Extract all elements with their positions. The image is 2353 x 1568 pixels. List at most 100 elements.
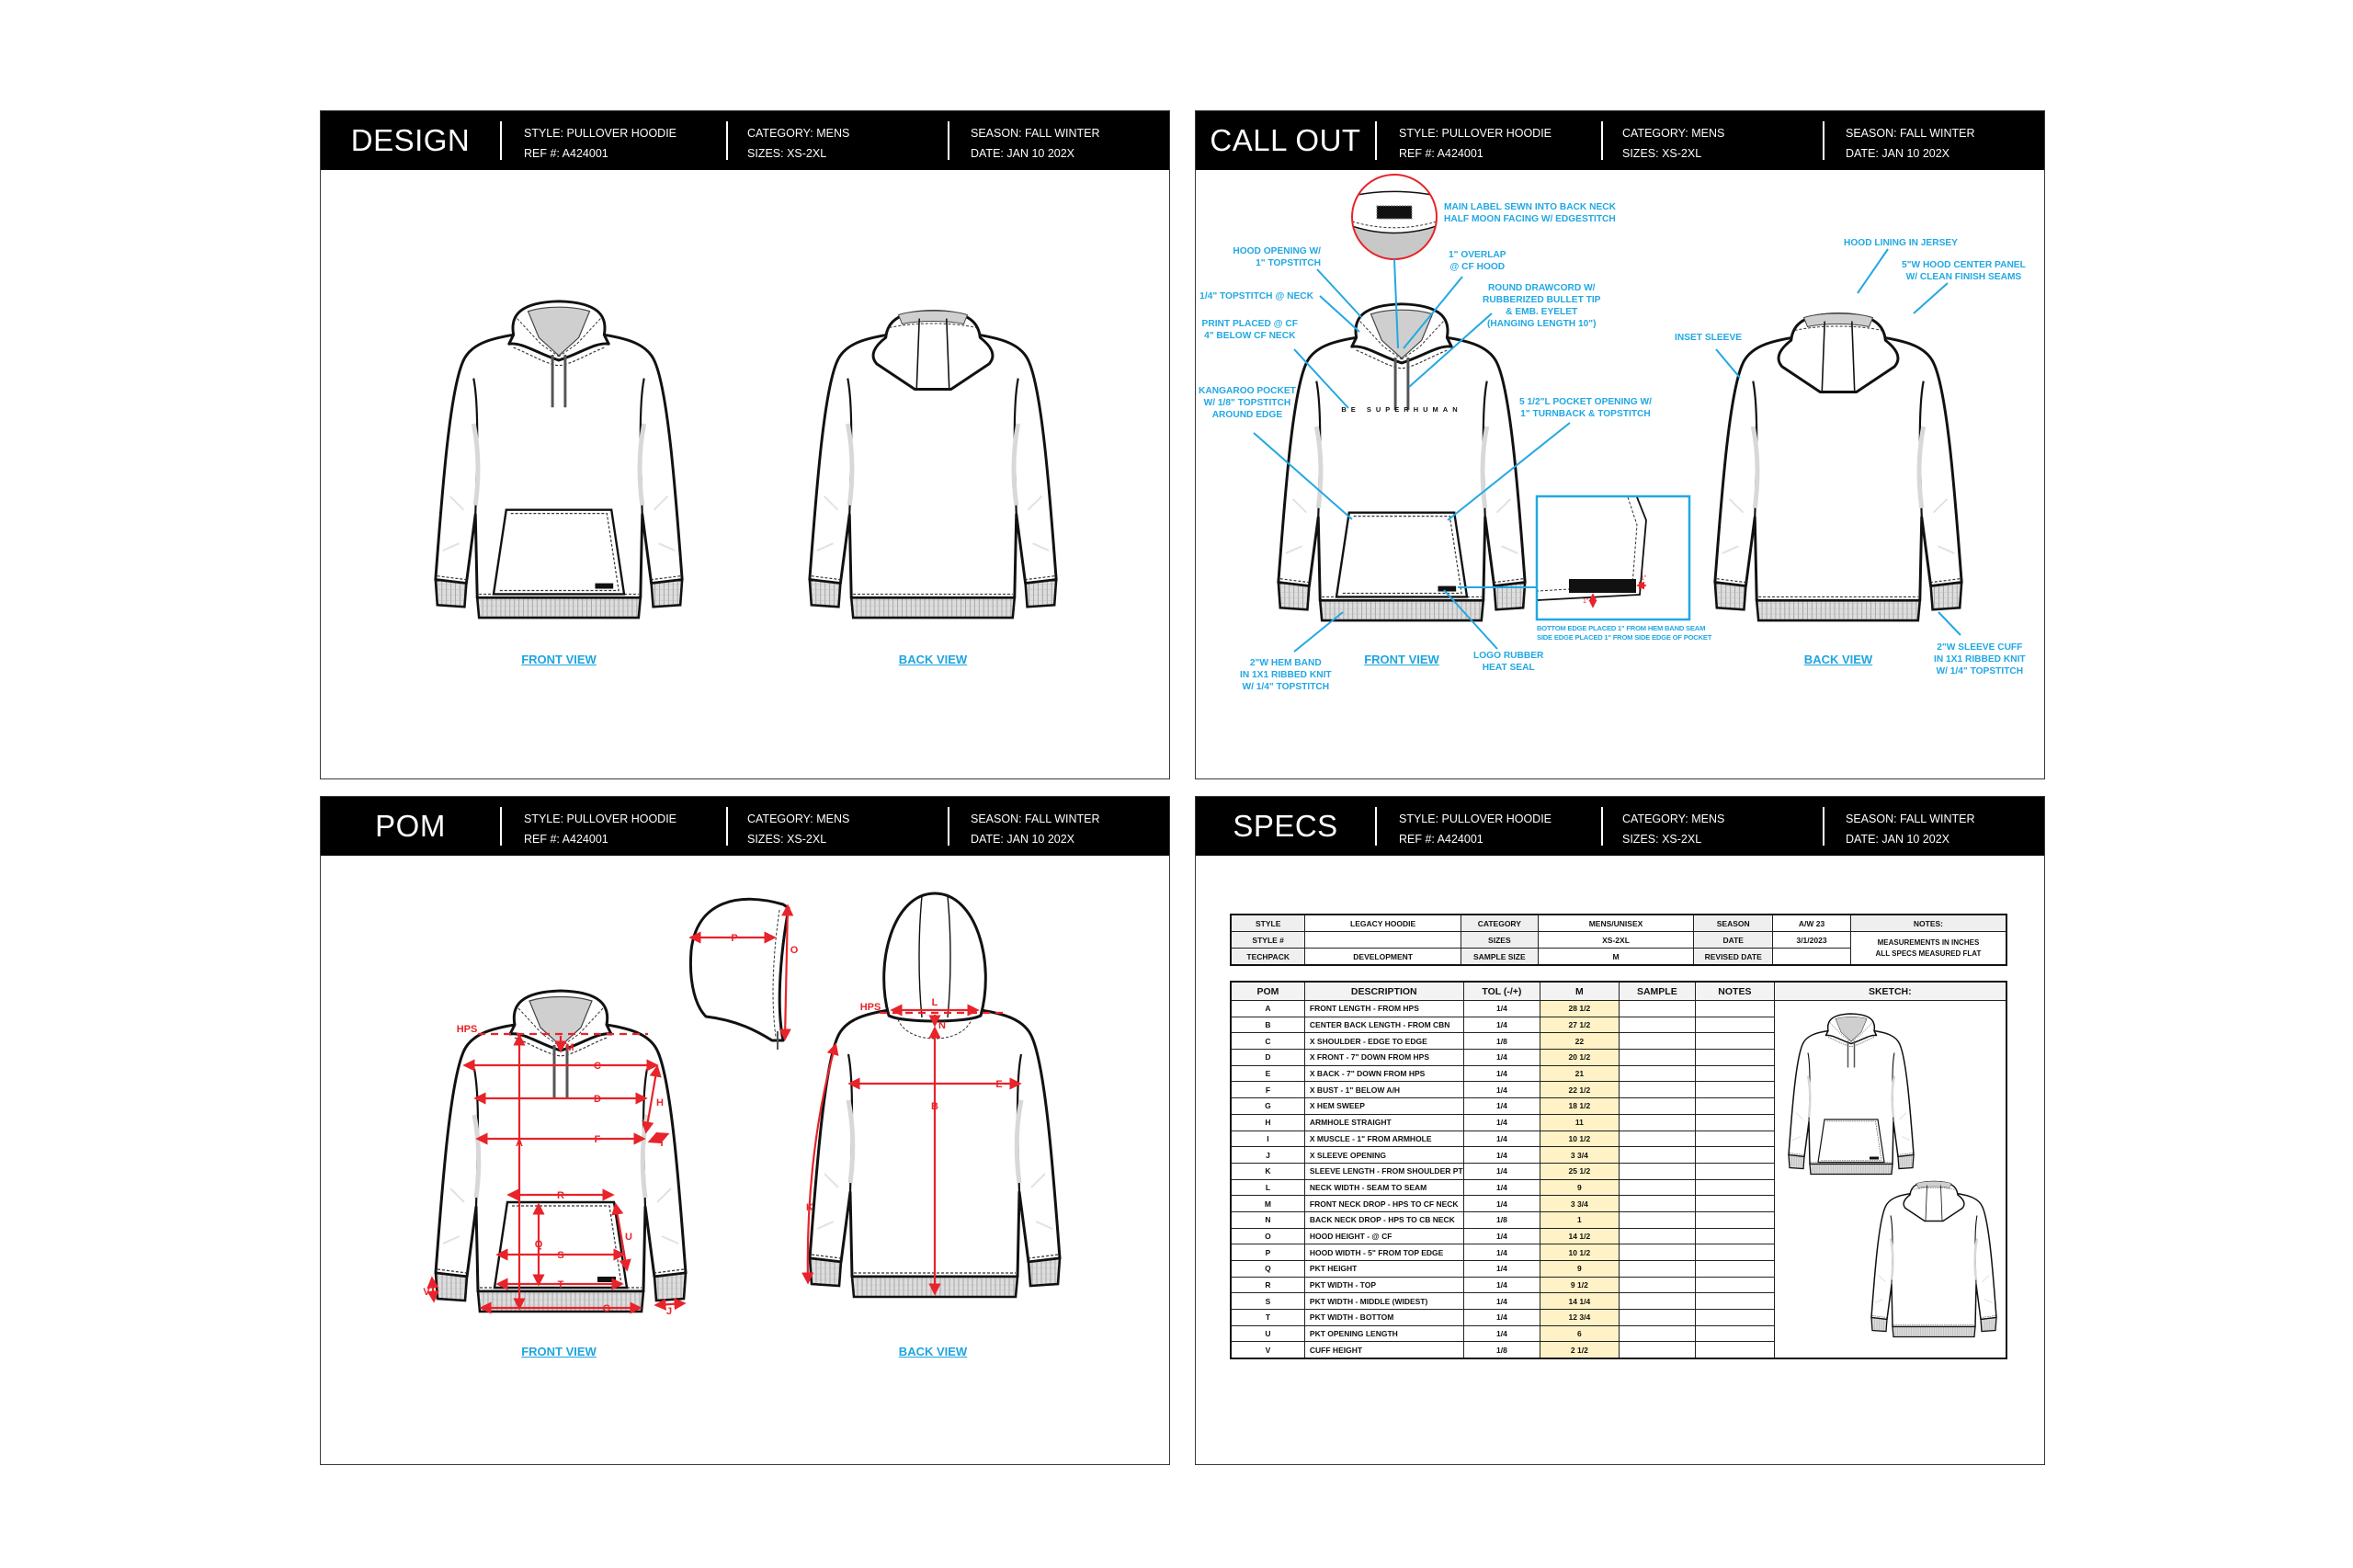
front-view-link[interactable]: FRONT VIEW	[521, 653, 597, 666]
sample-cell[interactable]	[1618, 1210, 1697, 1229]
back-view-link[interactable]: BACK VIEW	[898, 653, 968, 666]
notes-cell[interactable]	[1695, 1130, 1775, 1148]
notes-cell[interactable]	[1695, 1276, 1775, 1294]
pom-code: S	[1230, 1292, 1305, 1311]
sample-cell[interactable]	[1618, 1130, 1697, 1148]
callout-drawcord: ROUND DRAWCORD W/ RUBBERIZED BULLET TIP …	[1483, 283, 1601, 329]
notes-cell[interactable]	[1695, 1324, 1775, 1343]
pom-tolerance: 1/4	[1462, 1113, 1541, 1131]
pom-label-s: S	[557, 1250, 563, 1261]
hoodie-back-sketch	[810, 311, 1056, 618]
notes-cell[interactable]	[1695, 1309, 1775, 1326]
pom-label-i: I	[660, 1138, 663, 1149]
date-text: DATE: JAN 10 202X	[971, 833, 1075, 846]
sample-cell[interactable]	[1618, 1260, 1697, 1278]
sample-cell[interactable]	[1618, 1146, 1697, 1164]
sample-cell[interactable]	[1618, 1064, 1697, 1083]
sample-cell[interactable]	[1618, 1097, 1697, 1115]
back-view-link[interactable]: BACK VIEW	[898, 1345, 968, 1358]
notes-cell[interactable]	[1695, 1016, 1775, 1034]
sample-cell[interactable]	[1618, 1195, 1697, 1212]
sample-cell[interactable]	[1618, 1081, 1697, 1099]
notes-cell[interactable]	[1695, 1049, 1775, 1066]
sizes-label: SIZES	[1460, 931, 1539, 949]
spec-info-table: STYLE LEGACY HOODIE CATEGORY MENS/UNISEX…	[1230, 914, 2007, 966]
callout-hem-band: 2"W HEM BAND IN 1X1 RIBBED KNIT W/ 1/4" …	[1240, 658, 1332, 692]
pom-label-q: Q	[535, 1239, 543, 1250]
inset-measure-side: 1"	[1641, 575, 1647, 582]
pom-description: X HEM SWEEP	[1303, 1097, 1464, 1115]
sample-cell[interactable]	[1618, 1227, 1697, 1245]
sample-cell[interactable]	[1618, 1049, 1697, 1066]
sample-cell[interactable]	[1618, 1113, 1697, 1131]
ref-text: REF #: A424001	[1399, 147, 1483, 160]
pom-label-c: C	[594, 1061, 601, 1072]
season-text: SEASON: FALL WINTER	[971, 812, 1100, 825]
date-text: DATE: JAN 10 202X	[1846, 833, 1950, 846]
sample-cell[interactable]	[1618, 1244, 1697, 1261]
callout-hood-lining: HOOD LINING IN JERSEY	[1844, 238, 1958, 248]
style-no-value	[1304, 931, 1461, 949]
pom-label-h: H	[656, 1097, 664, 1108]
notes-cell[interactable]	[1695, 1000, 1775, 1017]
pom-label-t: T	[558, 1279, 564, 1290]
notes-cell[interactable]	[1695, 1195, 1775, 1212]
pom-tolerance: 1/4	[1462, 1195, 1541, 1212]
ref-text: REF #: A424001	[524, 147, 608, 160]
sizes-text: SIZES: XS-2XL	[747, 833, 827, 846]
back-view-link[interactable]: BACK VIEW	[1803, 653, 1873, 666]
notes-cell[interactable]	[1695, 1097, 1775, 1115]
sample-cell[interactable]	[1618, 1276, 1697, 1294]
notes-cell[interactable]	[1695, 1146, 1775, 1164]
sample-cell[interactable]	[1618, 1000, 1697, 1017]
notes-cell[interactable]	[1695, 1162, 1775, 1180]
notes-cell[interactable]	[1695, 1032, 1775, 1051]
front-view-link[interactable]: FRONT VIEW	[521, 1345, 597, 1358]
divider	[500, 807, 502, 846]
panel-title: CALL OUT	[1210, 123, 1361, 157]
pom-size-m: 3 3/4	[1540, 1146, 1620, 1164]
category-text: CATEGORY: MENS	[1622, 127, 1725, 140]
notes-cell[interactable]	[1695, 1064, 1775, 1083]
sample-cell[interactable]	[1618, 1162, 1697, 1180]
notes-cell[interactable]	[1695, 1260, 1775, 1278]
sample-cell[interactable]	[1618, 1324, 1697, 1343]
pom-description: SLEEVE LENGTH - FROM SHOULDER PT	[1303, 1162, 1464, 1180]
notes-cell[interactable]	[1695, 1081, 1775, 1099]
sample-cell[interactable]	[1618, 1292, 1697, 1311]
sizes-text: SIZES: XS-2XL	[747, 147, 827, 160]
sample-cell[interactable]	[1618, 1032, 1697, 1051]
pom-tolerance: 1/4	[1462, 1292, 1541, 1311]
notes-cell[interactable]	[1695, 1244, 1775, 1261]
notes-cell[interactable]	[1695, 1227, 1775, 1245]
sample-cell[interactable]	[1618, 1178, 1697, 1197]
column-header: TOL (-/+)	[1462, 981, 1541, 1001]
pom-label-u: U	[625, 1232, 632, 1243]
pom-label-a: A	[516, 1138, 523, 1149]
notes-cell[interactable]	[1695, 1210, 1775, 1229]
notes-cell[interactable]	[1695, 1178, 1775, 1197]
notes-cell[interactable]	[1695, 1341, 1775, 1359]
sample-cell[interactable]	[1618, 1016, 1697, 1034]
inset-measure-bottom: 1"	[1583, 598, 1589, 605]
sample-cell[interactable]	[1618, 1309, 1697, 1326]
pom-label-v: V	[423, 1287, 430, 1298]
notes-value: MEASUREMENTS IN INCHES ALL SPECS MEASURE…	[1849, 931, 2007, 966]
category-text: CATEGORY: MENS	[747, 812, 850, 825]
sample-cell[interactable]	[1618, 1341, 1697, 1359]
date-text: DATE: JAN 10 202X	[971, 147, 1075, 160]
front-view-link[interactable]: FRONT VIEW	[1364, 653, 1439, 666]
notes-cell[interactable]	[1695, 1113, 1775, 1131]
notes-cell[interactable]	[1695, 1292, 1775, 1311]
divider	[1601, 807, 1603, 846]
callout-pocket-opening: 5 1/2"L POCKET OPENING W/ 1" TURNBACK & …	[1519, 397, 1652, 419]
